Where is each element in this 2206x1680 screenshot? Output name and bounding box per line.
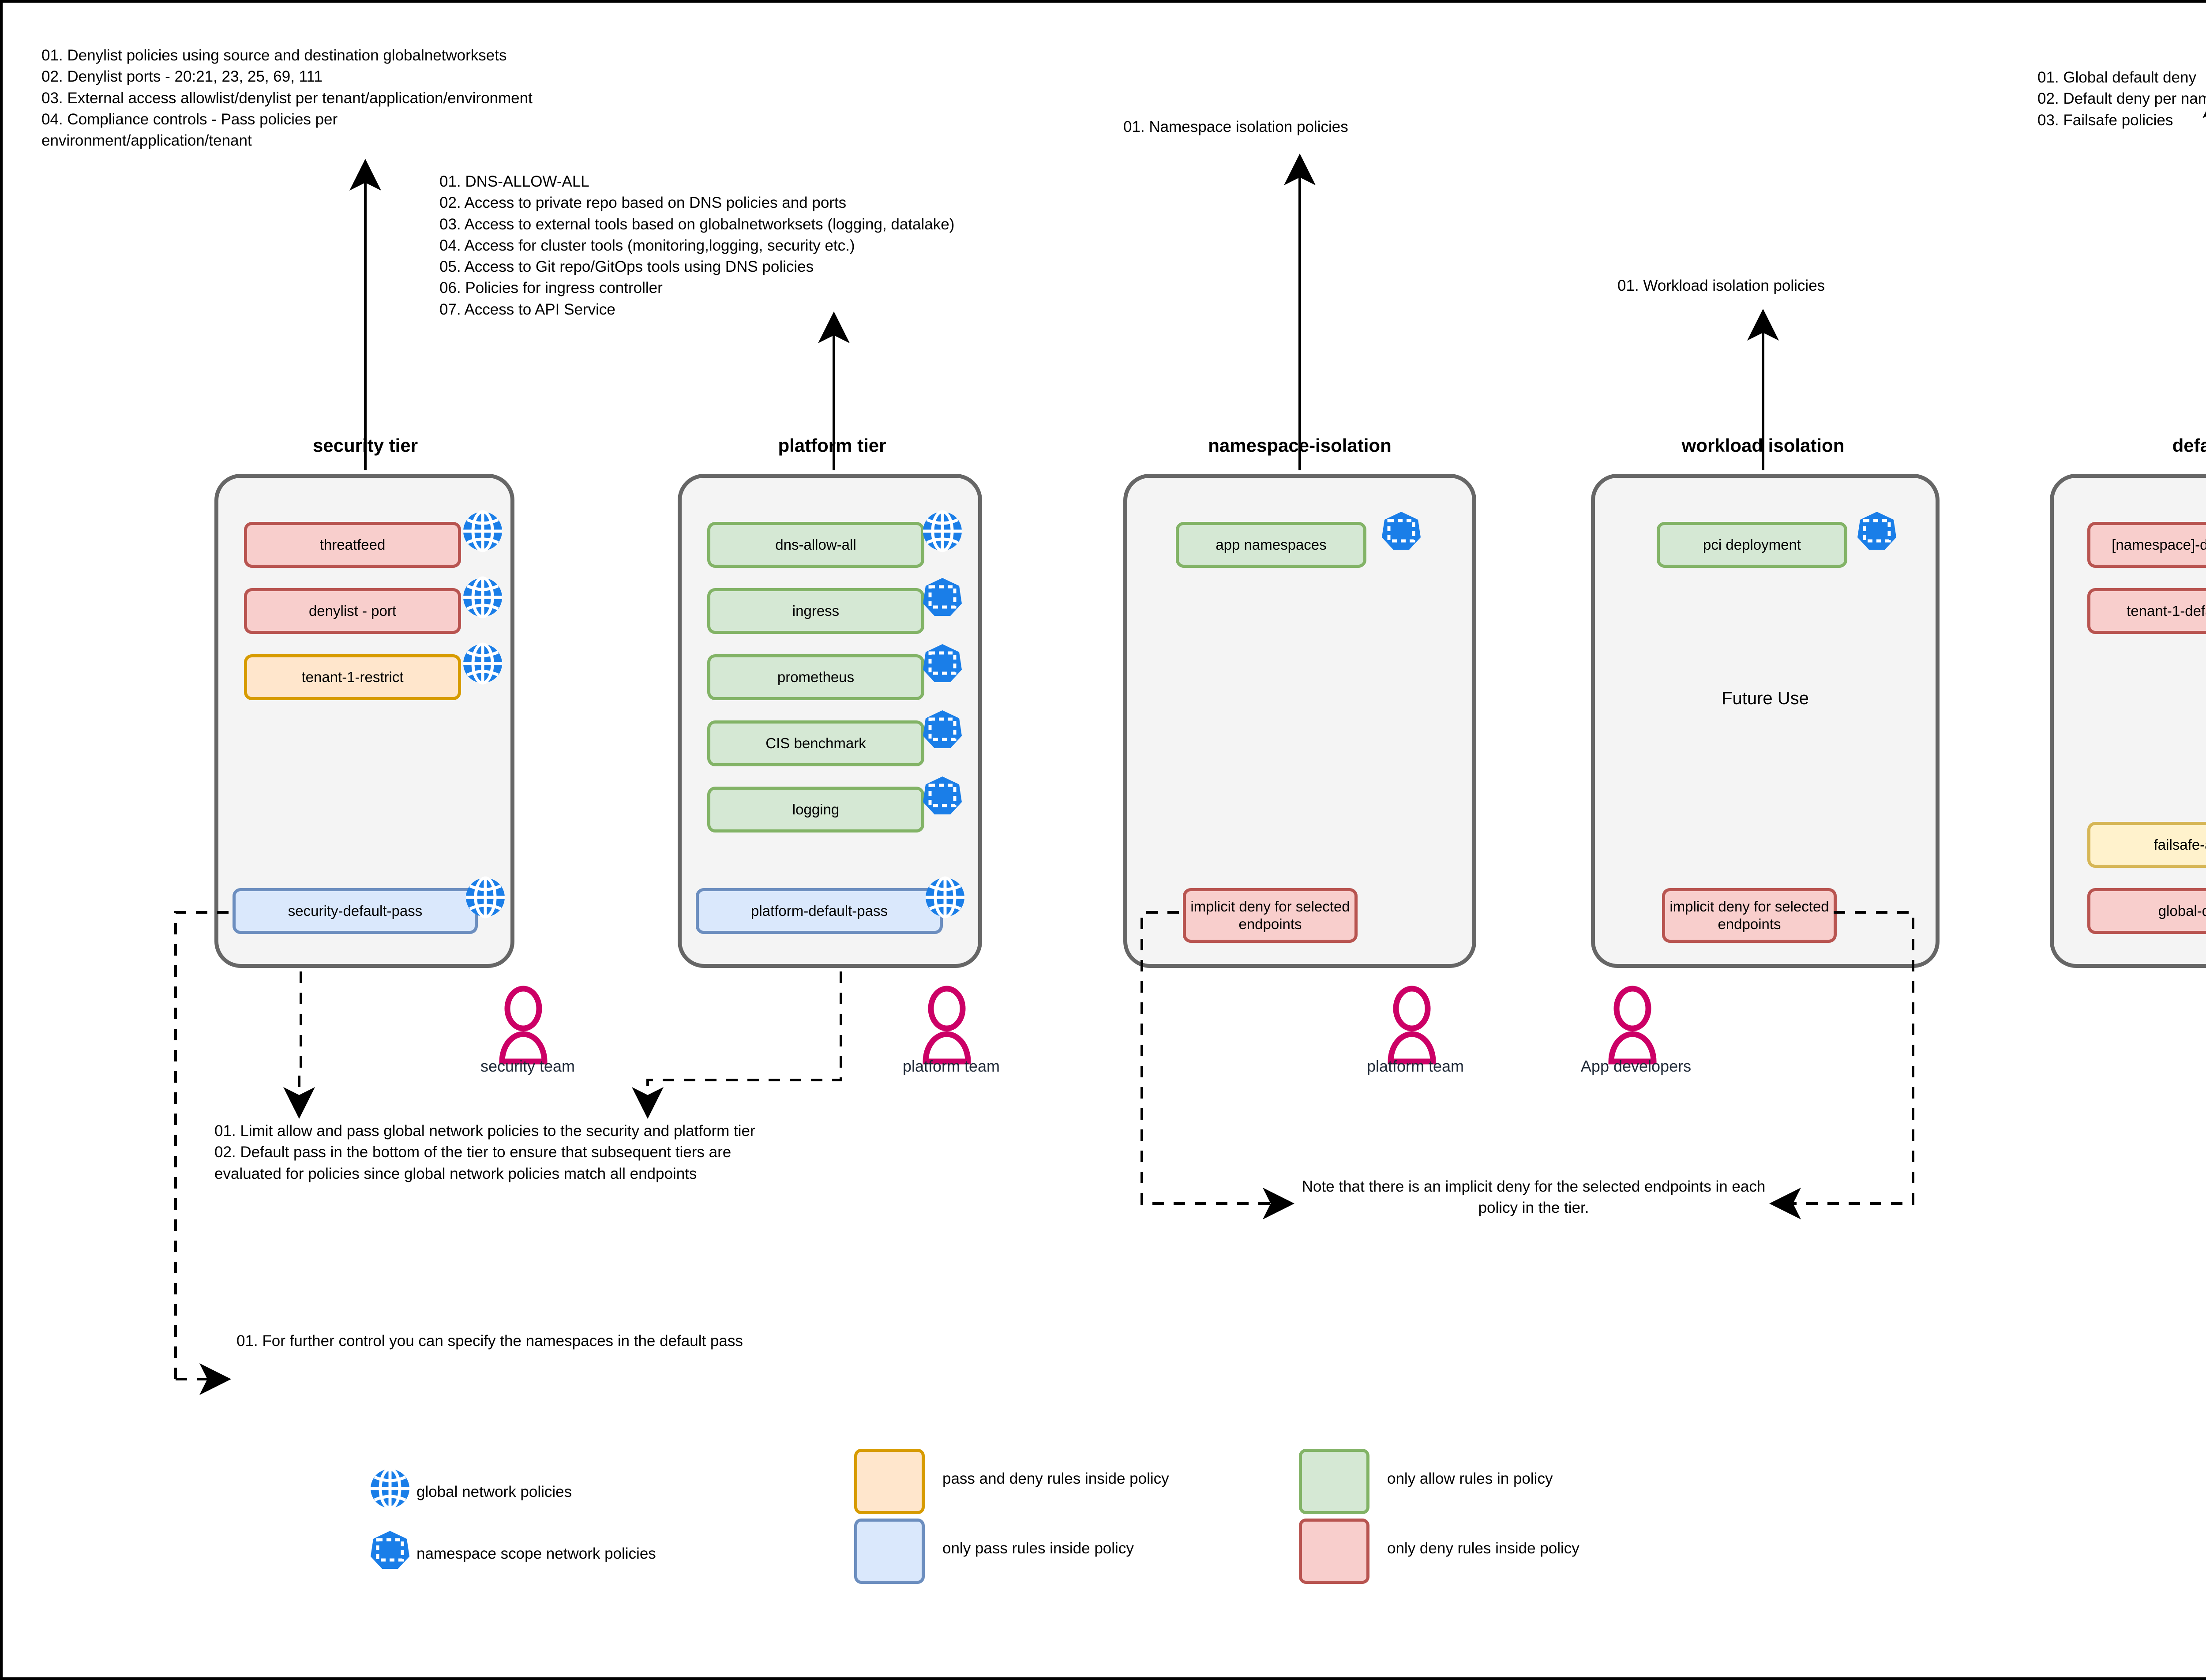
platform-tier-annotation: 01. DNS-ALLOW-ALL 02. Access to private …	[439, 173, 955, 318]
policy-cis-benchmark[interactable]: CIS benchmark	[707, 720, 924, 766]
namespace-scope-icon	[1382, 512, 1421, 550]
legend-swatch-pass	[854, 1519, 925, 1584]
tier-title-workload-isolation: workload isolation	[1681, 435, 1845, 456]
policy-threatfeed[interactable]: threatfeed	[244, 522, 461, 568]
tier-title-security: security tier	[312, 435, 418, 456]
tier-title-default: default tier	[2172, 435, 2206, 456]
platform-tier-icons	[923, 510, 964, 919]
globe-icon	[926, 876, 964, 919]
center-implicit-deny-note: Note that there is an implicit deny for …	[1302, 1178, 1766, 1217]
policy-implicit-deny-workload[interactable]: implicit deny for selected endpoints	[1662, 888, 1837, 943]
security-tier-annotation: 01. Denylist policies using source and d…	[41, 47, 533, 150]
globe-icon	[463, 576, 502, 619]
globe-icon	[463, 510, 502, 552]
globe-icon	[466, 876, 505, 919]
workload-future-use-text: Future Use	[1722, 689, 1809, 708]
policy-dns-allow-all[interactable]: dns-allow-all	[707, 522, 924, 568]
legend-swatch-mixed	[854, 1449, 925, 1514]
policy-tenant-1-default-deny[interactable]: tenant-1-default-deny	[2087, 588, 2206, 634]
tier-box-workload-isolation[interactable]: pci deployment Future Use implicit deny …	[1591, 474, 1940, 968]
globe-icon	[923, 510, 962, 552]
legend-namespace-scope-icon	[371, 1531, 409, 1569]
legend-label-only-allow: only allow rules in policy	[1387, 1470, 1553, 1487]
legend-label-global-network-policies: global network policies	[416, 1483, 572, 1500]
bottom-left-note-2: 01. For further control you can specify …	[236, 1332, 743, 1350]
policy-platform-default-pass[interactable]: platform-default-pass	[696, 888, 943, 934]
legend-label-pass-and-deny: pass and deny rules inside policy	[942, 1470, 1169, 1487]
annotation-arrows	[349, 86, 2206, 470]
namespace-scope-icon	[923, 776, 962, 814]
security-tier-icons	[463, 510, 505, 919]
namespace-isolation-icons	[1382, 512, 1421, 550]
policy-prometheus[interactable]: prometheus	[707, 654, 924, 700]
tier-box-security[interactable]: threatfeed denylist - port tenant-1-rest…	[214, 474, 514, 968]
workload-isolation-icons	[1857, 512, 1896, 550]
default-tier-annotation: 01. Global default deny 02. Default deny…	[2037, 69, 2206, 129]
persona-platform-team-1	[923, 986, 971, 1065]
policy-implicit-deny-ns[interactable]: implicit deny for selected endpoints	[1183, 888, 1358, 943]
persona-label-security-team-1: security team	[480, 1057, 575, 1075]
tier-box-platform[interactable]: dns-allow-all ingress prometheus CIS ben…	[678, 474, 982, 968]
policy-tenant-1-restrict[interactable]: tenant-1-restrict	[244, 654, 461, 700]
policy-namespace-default-deny[interactable]: [namespace]-default-deny	[2087, 522, 2206, 568]
policy-global-deny[interactable]: global-deny	[2087, 888, 2206, 934]
namespace-scope-icon	[923, 578, 962, 616]
persona-label-platform-team-1: platform team	[902, 1057, 1000, 1075]
persona-security-team-1	[499, 986, 548, 1065]
persona-platform-team-2	[1388, 986, 1436, 1065]
legend-globe-icon	[371, 1467, 409, 1510]
tier-title-namespace-isolation: namespace-isolation	[1208, 435, 1392, 456]
legend-swatch-allow	[1299, 1449, 1369, 1514]
persona-label-platform-team-2: platform team	[1366, 1057, 1464, 1075]
workload-isolation-annotation: 01. Workload isolation policies	[1617, 277, 1825, 294]
legend-label-only-deny: only deny rules inside policy	[1387, 1540, 1579, 1557]
tier-title-platform: platform tier	[778, 435, 886, 456]
policy-logging[interactable]: logging	[707, 787, 924, 832]
policy-denylist-port[interactable]: denylist - port	[244, 588, 461, 634]
tier-box-default[interactable]: [namespace]-default-deny tenant-1-defaul…	[2050, 474, 2206, 968]
legend-label-only-pass: only pass rules inside policy	[942, 1540, 1134, 1557]
namespace-scope-icon	[371, 1531, 409, 1569]
namespace-isolation-annotation: 01. Namespace isolation policies	[1123, 118, 1348, 135]
policy-ingress[interactable]: ingress	[707, 588, 924, 634]
policy-pci-deployment[interactable]: pci deployment	[1657, 522, 1847, 568]
namespace-scope-icon	[1857, 512, 1896, 550]
legend-label-namespace-scope-network-policies: namespace scope network policies	[416, 1545, 656, 1562]
namespace-scope-icon	[923, 710, 962, 748]
policy-failsafe-allow[interactable]: failsafe-allow	[2087, 822, 2206, 868]
globe-icon	[463, 642, 502, 685]
bottom-left-note-1: 01. Limit allow and pass global network …	[214, 1122, 755, 1182]
legend-swatch-deny	[1299, 1519, 1369, 1584]
persona-app-developers	[1608, 986, 1657, 1065]
namespace-scope-icon	[923, 644, 962, 682]
globe-icon	[371, 1467, 409, 1510]
policy-security-default-pass[interactable]: security-default-pass	[233, 888, 478, 934]
persona-label-app-developers: App developers	[1580, 1057, 1692, 1075]
policy-app-namespaces[interactable]: app namespaces	[1176, 522, 1366, 568]
